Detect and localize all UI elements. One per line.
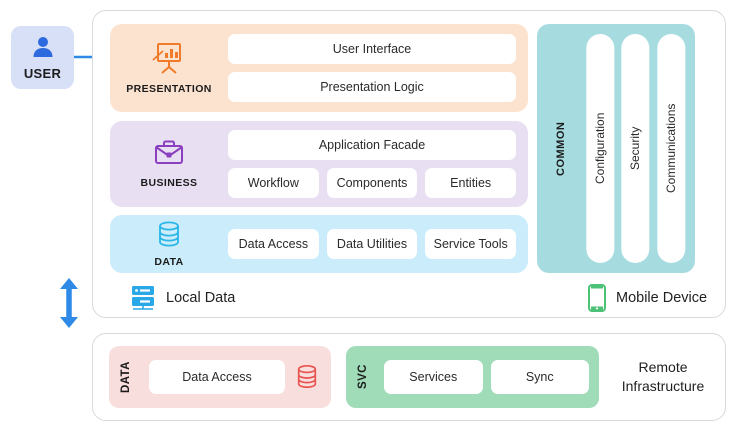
- database-icon: [295, 364, 319, 390]
- common-block: COMMON Configuration Security Communicat…: [537, 24, 695, 273]
- layer-data-label: DATA: [154, 255, 184, 268]
- layer-presentation-body: User Interface Presentation Logic: [228, 34, 528, 102]
- layer-business-label: BUSINESS: [140, 177, 198, 189]
- remote-module-data-access[interactable]: Data Access: [149, 360, 285, 394]
- module-application-facade[interactable]: Application Facade: [228, 130, 516, 160]
- remote-module-sync[interactable]: Sync: [490, 360, 589, 394]
- remote-data-label: DATA: [120, 361, 132, 393]
- module-service-tools[interactable]: Service Tools: [425, 229, 517, 259]
- presentation-chart-icon: [151, 42, 187, 80]
- layer-data: DATA Data Access Data Utilities Service …: [110, 215, 528, 273]
- module-workflow[interactable]: Workflow: [228, 168, 319, 198]
- module-user-interface[interactable]: User Interface: [228, 34, 516, 64]
- arrow-up-down-icon: [60, 278, 78, 328]
- briefcase-icon: [151, 139, 187, 174]
- layer-presentation-label: PRESENTATION: [126, 82, 212, 95]
- module-data-access[interactable]: Data Access: [228, 229, 319, 259]
- local-card-footer: Local Data Mobile Device: [110, 281, 710, 315]
- layer-business-body: Application Facade Workflow Components E…: [228, 130, 528, 198]
- footer-local-data: Local Data: [130, 284, 235, 311]
- common-item-configuration[interactable]: Configuration: [586, 34, 615, 263]
- user-actor-box[interactable]: USER: [11, 26, 74, 89]
- module-components[interactable]: Components: [326, 168, 418, 198]
- data-row-1: Data Access Data Utilities Service Tools: [228, 229, 517, 259]
- remote-infrastructure-card: DATA Data Access SVC Services Sync Remot…: [92, 333, 726, 421]
- remote-data-block: DATA Data Access: [109, 346, 331, 408]
- business-row-1: Application Facade: [228, 130, 516, 160]
- layer-business-head: BUSINESS: [110, 139, 228, 189]
- user-icon: [30, 35, 56, 64]
- remote-service-block: SVC Services Sync: [346, 346, 599, 408]
- common-item-security[interactable]: Security: [621, 34, 650, 263]
- local-device-card: PRESENTATION User Interface Presentation…: [92, 10, 726, 318]
- database-icon: [156, 221, 182, 253]
- remote-infrastructure-title: Remote Infrastructure: [621, 359, 705, 394]
- user-label: USER: [23, 65, 62, 81]
- mobile-phone-icon: [588, 284, 606, 312]
- common-item-communications[interactable]: Communications: [656, 34, 685, 263]
- remote-service-label: SVC: [357, 364, 369, 390]
- layer-data-body: Data Access Data Utilities Service Tools: [228, 229, 528, 259]
- presentation-row-1: User Interface: [228, 34, 516, 64]
- remote-module-services[interactable]: Services: [384, 360, 483, 394]
- footer-mobile-device: Mobile Device: [588, 284, 707, 312]
- footer-mobile-device-label: Mobile Device: [616, 290, 708, 306]
- module-data-utilities[interactable]: Data Utilities: [326, 229, 418, 259]
- layer-business: BUSINESS Application Facade Workflow Com…: [110, 121, 528, 207]
- business-row-2: Workflow Components Entities: [228, 168, 517, 198]
- layer-presentation-head: PRESENTATION: [110, 42, 228, 95]
- module-presentation-logic[interactable]: Presentation Logic: [228, 72, 516, 102]
- footer-local-data-label: Local Data: [166, 289, 236, 306]
- module-entities[interactable]: Entities: [425, 168, 517, 198]
- presentation-row-2: Presentation Logic: [228, 72, 516, 102]
- server-icon: [130, 284, 156, 311]
- layer-data-head: DATA: [110, 221, 228, 268]
- layer-presentation: PRESENTATION User Interface Presentation…: [110, 24, 528, 112]
- common-title: COMMON: [555, 121, 567, 176]
